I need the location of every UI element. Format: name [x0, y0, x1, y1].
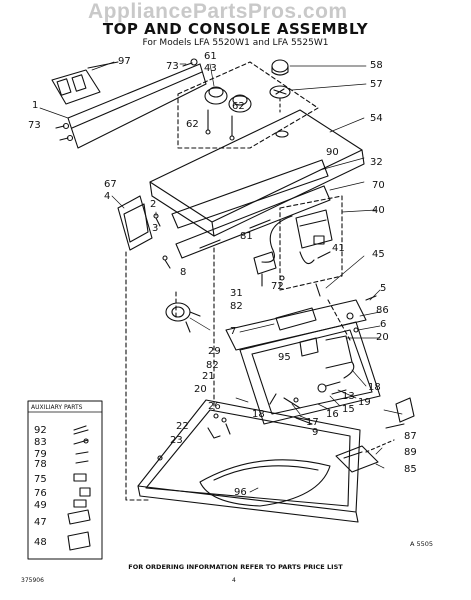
callout-6: 6	[380, 319, 387, 330]
hardware-parts	[269, 393, 313, 425]
callout-85: 85	[404, 464, 417, 475]
watermark: AppliancePartsPros.com	[88, 0, 348, 23]
callout-7: 7	[230, 326, 237, 337]
timer-part	[295, 209, 333, 265]
callout-21: 21	[202, 371, 215, 382]
callout-22: 22	[176, 421, 189, 432]
callout-82-lower: 82	[206, 360, 219, 371]
callout-62-left: 62	[186, 119, 199, 130]
callout-18-right: 18	[368, 382, 381, 393]
selector-switch-part	[253, 251, 285, 287]
callout-23: 23	[170, 435, 183, 446]
callout-45: 45	[372, 249, 385, 260]
callout-17: 17	[306, 417, 319, 428]
callout-67: 67	[104, 179, 117, 190]
callout-18-left: 18	[252, 409, 265, 420]
callout-1: 1	[32, 100, 39, 111]
knob-parts	[204, 86, 252, 141]
callout-58: 58	[370, 60, 383, 71]
callout-43: 43	[204, 63, 217, 74]
document-number: 375906	[21, 577, 44, 584]
callout-20-right: 20	[376, 332, 389, 343]
callout-61: 61	[204, 51, 217, 62]
callout-20-left: 20	[194, 384, 207, 395]
callout-9: 9	[312, 427, 319, 438]
callout-3: 3	[152, 223, 159, 234]
callout-32: 32	[370, 157, 383, 168]
wire-harness-part	[261, 215, 293, 263]
callout-19: 19	[358, 397, 371, 408]
callout-62-right: 62	[232, 101, 245, 112]
callout-57: 57	[370, 79, 383, 90]
callout-29: 29	[208, 346, 221, 357]
callout-26: 26	[208, 401, 221, 412]
ordering-footer: FOR ORDERING INFORMATION REFER TO PARTS …	[128, 563, 343, 571]
aux-callout-92: 92	[34, 425, 47, 436]
control-panel-part	[67, 63, 207, 149]
end-cap-part	[117, 195, 171, 269]
callout-82: 82	[230, 301, 243, 312]
auxiliary-parts-box	[27, 400, 103, 560]
console-housing-part	[149, 109, 365, 237]
callout-96: 96	[234, 487, 247, 498]
motor-part	[165, 302, 201, 333]
lid-switch-part	[317, 361, 355, 395]
callout-73: 73	[166, 61, 179, 72]
callout-4: 4	[104, 191, 111, 202]
callout-81: 81	[240, 231, 253, 242]
aux-callout-75: 75	[34, 474, 47, 485]
page-number: 4	[232, 577, 236, 584]
console-bracket-part	[171, 159, 331, 259]
aux-callout-49: 49	[34, 500, 47, 511]
lid-frame-part	[239, 321, 381, 425]
escutcheon-part	[51, 61, 119, 105]
screw-45-part	[315, 283, 321, 297]
callout-16: 16	[326, 409, 339, 420]
aux-callout-76: 76	[34, 488, 47, 499]
callout-87: 87	[404, 431, 417, 442]
callout-86: 86	[376, 305, 389, 316]
callout-73-left: 73	[28, 120, 41, 131]
diagram-title: TOP AND CONSOLE ASSEMBLY	[102, 20, 369, 38]
callout-15: 15	[342, 404, 355, 415]
drawing-code: A 5505	[410, 540, 434, 548]
aux-callout-48: 48	[34, 537, 47, 548]
callout-97: 97	[118, 56, 131, 67]
callout-95: 95	[278, 352, 291, 363]
callout-54: 54	[370, 113, 383, 124]
callout-13: 13	[342, 391, 355, 402]
side-switch-parts	[335, 397, 415, 473]
callout-70: 70	[372, 180, 385, 191]
aux-callout-47: 47	[34, 517, 47, 528]
callout-2: 2	[150, 199, 157, 210]
guide-line-left	[125, 251, 151, 501]
callout-40: 40	[372, 205, 385, 216]
callout-31: 31	[230, 288, 243, 299]
aux-callout-83: 83	[34, 437, 47, 448]
callout-8: 8	[180, 267, 187, 278]
diagram-subtitle: For Models LFA 5520W1 and LFA 5525W1	[142, 38, 329, 48]
knob-group-outline	[177, 61, 319, 149]
aux-callout-78: 78	[34, 459, 47, 470]
hinge-parts	[207, 423, 231, 439]
timer-outline	[279, 195, 343, 291]
callout-72: 72	[271, 281, 284, 292]
callout-89: 89	[404, 447, 417, 458]
callout-5: 5	[380, 283, 387, 294]
aux-callout-79: 79	[34, 449, 47, 460]
screw-parts	[55, 58, 198, 142]
callout-90: 90	[326, 147, 339, 158]
timer-knob-part	[269, 59, 291, 113]
leader-lines	[39, 61, 403, 493]
top-cover-part	[137, 399, 361, 523]
auxiliary-parts-title: AUXILIARY PARTS	[31, 404, 83, 411]
callout-41: 41	[332, 243, 345, 254]
